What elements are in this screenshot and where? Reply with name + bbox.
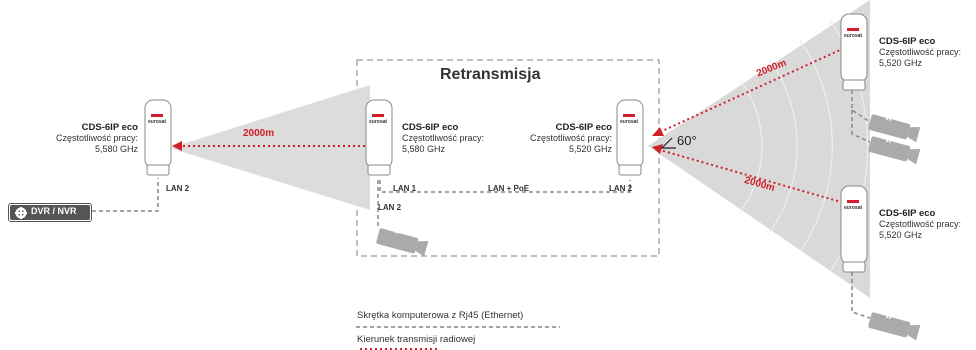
device-freq-label: Częstotliwość pracy: <box>879 219 962 229</box>
device-logo-mid-left: eurosat <box>369 119 388 125</box>
device-left-info: CDS-6IP eco Częstotliwość pracy: 5,580 G… <box>52 122 138 155</box>
retransmission-title: Retransmisja <box>440 66 541 83</box>
ip-camera-rt1-icon <box>868 114 921 143</box>
angle-icon <box>660 137 676 149</box>
arrowhead-left <box>172 141 182 151</box>
device-name: CDS-6IP eco <box>402 122 459 133</box>
antenna-right-bottom <box>840 185 868 273</box>
port-label-lan1: LAN 1 <box>393 184 417 193</box>
cable-ip-rb <box>851 272 871 319</box>
device-freq: 5,520 GHz <box>879 230 923 240</box>
beam-left <box>170 85 370 210</box>
dvr-nvr-box: DVR / NVR <box>8 203 92 222</box>
ip-camera-rt2-icon <box>868 136 921 165</box>
device-freq: 5,580 GHz <box>402 144 446 154</box>
dvr-label: DVR / NVR <box>31 206 77 216</box>
device-name: CDS-6IP eco <box>555 122 612 133</box>
ip-camera-rb-icon <box>868 312 921 341</box>
link-label: LAN + PoE <box>488 184 530 193</box>
ip-camera-mid-icon <box>376 228 429 257</box>
legend-ethernet: Skrętka komputerowa z Rj45 (Ethernet) <box>357 310 524 321</box>
dvr-icon <box>15 207 27 219</box>
antenna-mid-right <box>616 99 644 176</box>
device-logo-right-bottom: eurosat <box>844 205 863 211</box>
angle-label: 60° <box>677 133 697 148</box>
antenna-right-top <box>840 13 868 91</box>
device-logo-right-top: eurosat <box>844 33 863 39</box>
cable-dvr-left <box>92 178 159 212</box>
legend-radio: Kierunek transmisji radiowej <box>357 334 476 345</box>
device-freq-label: Częstotliwość pracy: <box>529 133 612 143</box>
device-name: CDS-6IP eco <box>879 36 936 47</box>
device-name: CDS-6IP eco <box>81 122 138 133</box>
cable-ip-rt2 <box>851 110 871 143</box>
arrowhead-bottom <box>652 144 663 154</box>
distance-left: 2000m <box>243 128 275 139</box>
device-freq-label: Częstotliwość pracy: <box>879 47 962 57</box>
retransmission-box <box>356 59 660 257</box>
cable-lan <box>379 180 631 193</box>
dvr-inner <box>10 205 90 220</box>
device-freq-label: Częstotliwość pracy: <box>402 133 485 143</box>
device-freq: 5,580 GHz <box>94 144 138 154</box>
radio-arrow-top <box>659 39 863 133</box>
device-freq: 5,520 GHz <box>568 144 612 154</box>
device-freq: 5,520 GHz <box>879 58 923 68</box>
port-label-mid-lan2: LAN 2 <box>378 203 402 212</box>
device-right-top-info: CDS-6IP eco Częstotliwość pracy: 5,520 G… <box>879 36 961 69</box>
device-right-bottom-info: CDS-6IP eco Częstotliwość pracy: 5,520 G… <box>879 208 961 241</box>
antenna-mid-left <box>365 99 393 176</box>
device-name: CDS-6IP eco <box>879 208 936 219</box>
device-logo-mid-right: eurosat <box>620 119 639 125</box>
antenna-left <box>144 99 172 176</box>
port-label-left: LAN 2 <box>166 184 190 193</box>
device-logo-left: eurosat <box>148 119 167 125</box>
device-mid-left-info: CDS-6IP eco Częstotliwość pracy: 5,580 G… <box>402 122 484 155</box>
beam-fan-right <box>648 0 870 298</box>
port-label-mid-right: LAN 2 <box>609 184 633 193</box>
device-mid-right-info: CDS-6IP eco Częstotliwość pracy: 5,520 G… <box>520 122 612 155</box>
radio-arrow-bottom <box>659 149 863 209</box>
arrowhead-top <box>652 127 664 136</box>
device-freq-label: Częstotliwość pracy: <box>55 133 138 143</box>
